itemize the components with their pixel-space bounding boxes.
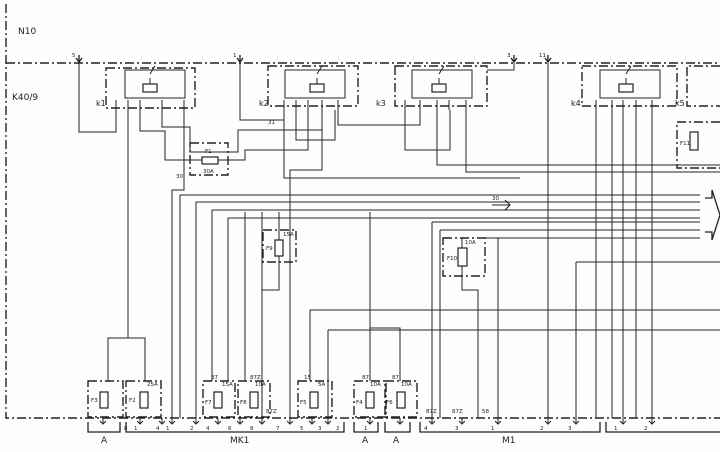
pin-number: 2 [540, 426, 544, 432]
fuse-f6: F6 10A [384, 380, 418, 418]
connector-group-label: MK1 [230, 436, 249, 446]
top-terminals: 5 1 3 11 [72, 53, 552, 64]
connector-group-label: A [393, 436, 400, 446]
pin-number: 6 [228, 426, 232, 432]
pin-number: 2 [336, 426, 340, 432]
pin-number: 8 [124, 426, 128, 432]
fuse-rating: 5A [318, 382, 325, 388]
pin-number: 1 [166, 426, 170, 432]
fuse-f2: F2 25A [125, 380, 162, 418]
pin-number: 4 [206, 426, 210, 432]
pin-number: 2 [644, 426, 648, 432]
pin-number: 3 [318, 426, 322, 432]
pin-number: 7 [276, 426, 280, 432]
wire-label: 15 [304, 375, 311, 381]
wire-label: 87 [362, 375, 369, 381]
wire-label: 87 [392, 375, 399, 381]
module-outline [5, 4, 720, 419]
terminal-label: 1 [233, 53, 237, 59]
relay-k1: k1 [96, 65, 196, 110]
fuse-name: F2 [129, 398, 136, 404]
wiring: 31 30 30 [78, 63, 720, 418]
fuse-rating: 15A [222, 382, 233, 388]
relay-label: k3 [376, 99, 386, 108]
connector-group-label: A [101, 436, 108, 446]
fuse-rating: 10A [401, 382, 412, 388]
bottom-wire-labels: 87 87Z 15 87 87 87Z 87Z 87Z 58 [211, 375, 489, 415]
connector-group-label: M1 [502, 436, 516, 446]
relay-label: k4 [571, 99, 581, 108]
fuse-name: F3 [91, 398, 98, 404]
module-label: N10 [18, 27, 36, 37]
fuse-rating: 10A [255, 382, 266, 388]
relay-k5: k5 [675, 65, 720, 108]
pin-number: 4 [424, 426, 428, 432]
fuse-name: F11 [680, 141, 690, 147]
fuse-f3: F3 [87, 380, 124, 418]
relay-label: k2 [259, 99, 269, 108]
fuse-name: F6 [386, 400, 393, 406]
pin-numbers: 8 1 4 1 2 4 6 8 7 5 3 2 1 4 3 1 2 3 1 2 [124, 426, 648, 432]
wire-label: 87Z [426, 409, 437, 415]
pin-number: 4 [156, 426, 160, 432]
wire-label: 31 [268, 120, 275, 126]
wire-label: 58 [482, 409, 489, 415]
fuse-name: F5 [300, 400, 307, 406]
pin-markers [99, 418, 656, 425]
fuse-name: F10 [447, 256, 458, 262]
fuse-f5: F5 5A [297, 380, 333, 418]
pin-number: 1 [491, 426, 495, 432]
fuse-name: F4 [356, 400, 363, 406]
fuse-name: F7 [205, 400, 212, 406]
wire-label: 87Z [452, 409, 463, 415]
fuse-rating: 15A [283, 232, 294, 238]
relay-label: k5 [675, 99, 685, 108]
fuse-f8: F8 10A [237, 380, 271, 418]
fuse-rating: 25A [147, 382, 158, 388]
wire-label: 30 [492, 196, 499, 202]
fuse-f10: F10 10A [442, 237, 486, 277]
terminal-label: 11 [539, 53, 546, 59]
relay-k3: k3 [376, 65, 488, 110]
submodule-label: K40/9 [12, 93, 38, 103]
fuse-f11: F11 [676, 121, 720, 169]
connector-group-label: A [362, 436, 369, 446]
pin-number: 5 [300, 426, 304, 432]
fuse-name: F9 [266, 246, 273, 252]
wire-label: 87 [211, 375, 218, 381]
relay-k2: k2 [259, 65, 359, 110]
pin-number: 3 [568, 426, 572, 432]
pin-number: 8 [250, 426, 254, 432]
bottom-connectors: A MK1 A A M1 [87, 418, 720, 446]
fuse-f4: F4 10A [353, 380, 387, 418]
terminal-label: 3 [507, 53, 511, 59]
relay-k4: k4 [571, 65, 678, 110]
pin-number: 2 [190, 426, 194, 432]
pin-number: 1 [614, 426, 618, 432]
terminal-label: 5 [72, 53, 76, 59]
wire-label: 30 [176, 174, 183, 180]
pin-number: 1 [364, 426, 368, 432]
pin-number: 3 [455, 426, 459, 432]
wire-label: 87Z [250, 375, 261, 381]
fuse-name: F8 [240, 400, 247, 406]
fuse-f1: F1 30A [189, 142, 229, 176]
fuse-f7: F7 15A [202, 380, 236, 418]
wire-label: 87Z [266, 409, 277, 415]
fuse-rating: 30A [203, 169, 214, 175]
fuse-rating: 10A [465, 240, 476, 246]
relay-label: k1 [96, 99, 106, 108]
fuse-rating: 10A [370, 382, 381, 388]
pin-number: 1 [134, 426, 138, 432]
